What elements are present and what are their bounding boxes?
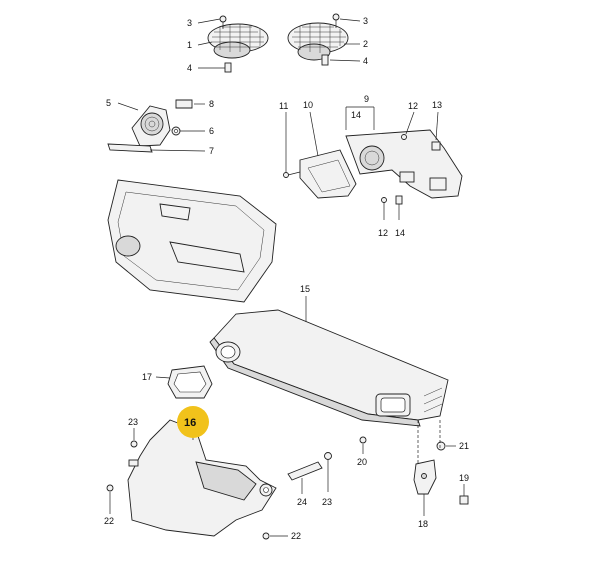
- callout-14-top: 14: [351, 110, 361, 120]
- handle-bracket-9[interactable]: [345, 129, 463, 199]
- clip-13[interactable]: [431, 141, 441, 151]
- lower-trim-panel[interactable]: [127, 419, 277, 537]
- washer-6[interactable]: [171, 126, 181, 136]
- callout-2: 2: [363, 39, 368, 49]
- callout-12-top: 12: [408, 101, 418, 111]
- callout-4-left: 4: [187, 63, 192, 73]
- callout-7: 7: [209, 146, 214, 156]
- callout-9: 9: [364, 94, 369, 104]
- callout-4-right: 4: [363, 56, 368, 66]
- callout-3-left: 3: [187, 18, 192, 28]
- clip-4-left[interactable]: [224, 62, 232, 73]
- screw-22-right[interactable]: [262, 532, 288, 540]
- screw-22-left[interactable]: [106, 484, 114, 514]
- storage-shelf[interactable]: [209, 309, 449, 427]
- clip-14-bottom[interactable]: [395, 195, 403, 220]
- mount-bracket-18[interactable]: [413, 459, 437, 516]
- callout-22-left: 22: [104, 516, 114, 526]
- callout-19: 19: [459, 473, 469, 483]
- screw-11[interactable]: [283, 171, 301, 178]
- callout-16: 16: [184, 417, 196, 429]
- screw-12-top[interactable]: [401, 134, 407, 140]
- callout-15: 15: [300, 284, 310, 294]
- callout-8: 8: [209, 99, 214, 109]
- callout-6: 6: [209, 126, 214, 136]
- callout-23-right: 23: [322, 497, 332, 507]
- clip-8[interactable]: [175, 99, 193, 109]
- clip-4-right[interactable]: [321, 54, 329, 66]
- callout-5: 5: [106, 98, 111, 108]
- gasket-10[interactable]: [299, 149, 357, 199]
- bracket-7[interactable]: [107, 143, 153, 153]
- screw-3-right[interactable]: [332, 13, 340, 28]
- callout-23-left: 23: [128, 417, 138, 427]
- nut-23-left-lower[interactable]: [128, 459, 139, 467]
- callout-21: 21: [459, 441, 469, 451]
- callout-14-bottom: 14: [395, 228, 405, 238]
- speaker-grille-right[interactable]: [287, 22, 349, 61]
- highlight-marker: [177, 406, 209, 438]
- callout-24: 24: [297, 497, 307, 507]
- nut-20[interactable]: [359, 436, 367, 454]
- nut-23-right[interactable]: [324, 452, 332, 493]
- bracket-24[interactable]: [287, 461, 323, 494]
- callout-20: 20: [357, 457, 367, 467]
- callout-13: 13: [432, 100, 442, 110]
- callout-17: 17: [142, 372, 152, 382]
- callout-18: 18: [418, 519, 428, 529]
- callout-10: 10: [303, 100, 313, 110]
- callout-22-right: 22: [291, 531, 301, 541]
- callout-12-bottom: 12: [378, 228, 388, 238]
- callout-11: 11: [279, 101, 288, 111]
- clip-21[interactable]: [436, 441, 456, 451]
- trim-ring-17[interactable]: [167, 365, 213, 399]
- callout-3-right: 3: [363, 16, 368, 26]
- callout-1: 1: [187, 40, 192, 50]
- tweeter-housing[interactable]: [131, 105, 171, 147]
- clip-19[interactable]: [459, 484, 469, 505]
- speaker-grille-left[interactable]: [207, 23, 269, 59]
- door-panel[interactable]: [107, 179, 277, 303]
- screw-3-left[interactable]: [219, 15, 227, 29]
- screw-12-bottom[interactable]: [381, 197, 387, 221]
- nut-23-left[interactable]: [130, 440, 138, 448]
